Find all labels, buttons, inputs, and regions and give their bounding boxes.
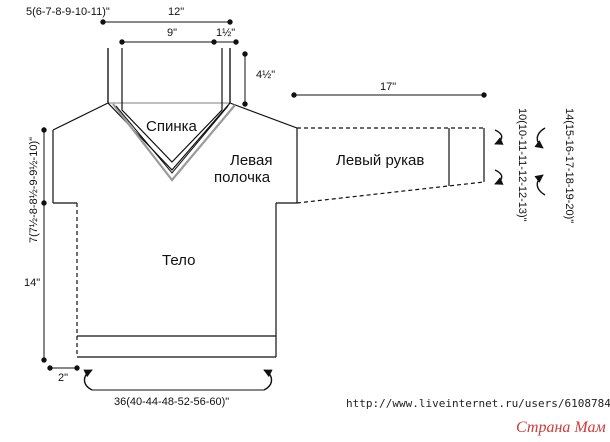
dimension-lines [41,19,487,371]
dim-endpoint-dot [41,200,47,206]
dim-endpoint-dot [74,365,80,371]
left-front-label-line2: полочка [214,169,271,186]
cuff-width-label: 10(10-11-11-12-12-13)" [516,108,528,222]
sleeve-length-label: 17" [380,81,396,93]
upper-arm-label: 14(15-16-17-18-19-20)" [563,108,575,223]
back-label: Спинка [146,118,198,135]
body-length-label: 14" [24,277,40,289]
dim-endpoint-dot [242,51,248,57]
dim-endpoint-dot [41,127,47,133]
dim-endpoint-dot [481,92,487,98]
neck-width-label: 9" [167,27,177,39]
dim-endpoint-dot [211,39,217,45]
left-sleeve-label: Левый рукав [336,152,424,169]
dim-endpoint-dot [233,39,239,45]
body-label: Тело [162,252,195,269]
top-width-label: 12" [168,6,184,18]
left-front-label-line1: Левая [230,152,272,169]
dim-endpoint-dot [291,92,297,98]
dim-endpoint-dot [47,365,53,371]
v-neck-collar [107,48,236,182]
source-url: http://www.liveinternet.ru/users/6108784… [346,397,610,410]
curved-arrow-icon [83,127,546,391]
collar-band-label: 1½" [216,27,235,39]
dim-endpoint-dot [119,39,125,45]
dim-endpoint-dot [41,357,47,363]
dim-endpoint-dot [242,101,248,107]
shoulder-width-label: 5(6-7-8-9-10-11)" [26,6,110,18]
collar-height-label: 4½" [256,69,275,81]
dim-endpoint-dot [227,19,233,25]
sleeve-outline [296,127,485,204]
armhole-depth-label: 7(7½-8-8½-9-9½-10)" [28,137,40,243]
watermark-logo: Страна Мам [516,419,606,436]
chest-label: 36(40-44-48-52-56-60)" [114,396,229,408]
body-outline [52,48,298,358]
dim-endpoint-dot [100,19,106,25]
ribbing-label: 2" [58,372,68,384]
